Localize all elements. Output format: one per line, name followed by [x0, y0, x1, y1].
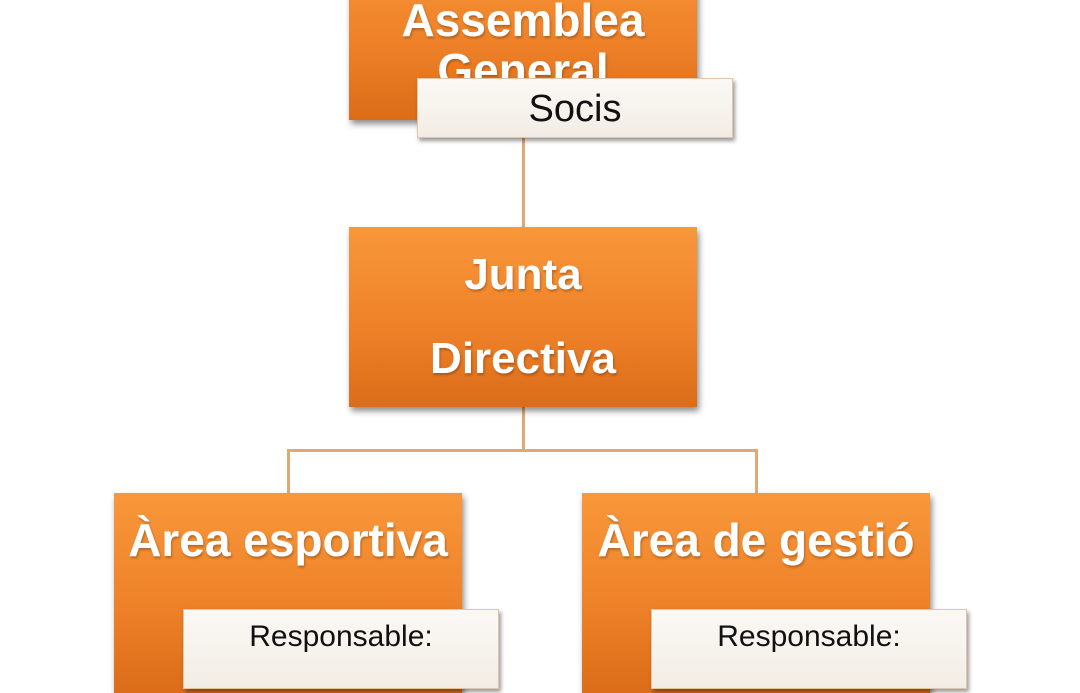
node-assemblea-subtitle: Socis — [417, 78, 733, 138]
connector-assemblea-junta — [522, 138, 525, 227]
node-esportiva-title: Àrea esportiva — [128, 514, 448, 566]
node-junta-title-line-1: Junta — [464, 250, 582, 299]
connector-to-esportiva — [287, 449, 290, 493]
connector-branch-horizontal — [287, 449, 758, 452]
connector-junta-down — [522, 407, 525, 451]
connector-to-gestio — [755, 449, 758, 493]
node-junta-title-line-2: Directiva — [430, 334, 616, 383]
node-gestio-title: Àrea de gestió — [597, 514, 915, 566]
node-esportiva-subtitle: Responsable: — [183, 609, 499, 689]
node-junta-directiva: Junta Directiva — [349, 227, 697, 407]
node-assemblea-title-line-1: Assemblea — [401, 0, 645, 46]
node-gestio-subtitle: Responsable: — [651, 609, 967, 689]
